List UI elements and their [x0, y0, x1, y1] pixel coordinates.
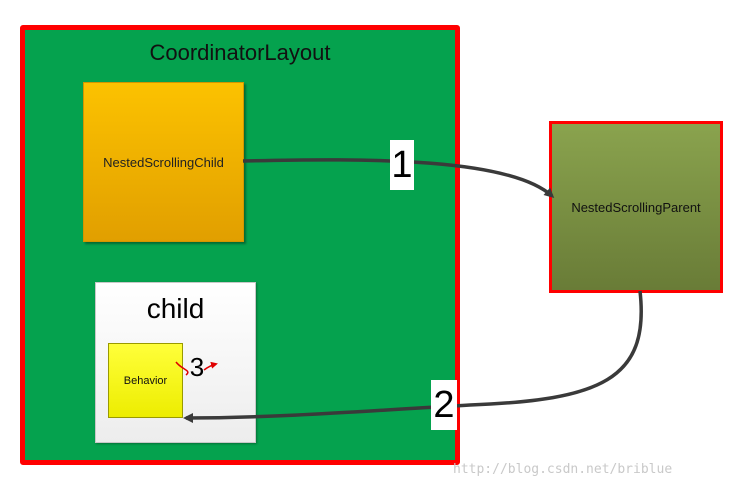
step-3-arrow: [175, 362, 216, 376]
step-2-arrow: [183, 290, 643, 423]
watermark-text: http://blog.csdn.net/briblue: [453, 462, 673, 477]
step-2-label: 2: [431, 380, 457, 430]
step-1-label: 1: [390, 140, 414, 190]
behavior-label: Behavior: [123, 374, 168, 387]
nested-scrolling-parent-label: NestedScrollingParent: [571, 199, 701, 215]
child-view-label: child: [146, 293, 205, 324]
nested-scrolling-parent-box: NestedScrollingParent: [549, 121, 723, 293]
nested-scrolling-child-box: NestedScrollingChild: [83, 82, 244, 242]
step-1-arrow: [242, 158, 555, 199]
behavior-box: Behavior: [108, 343, 183, 418]
step-3-label: 3: [189, 352, 205, 382]
nested-scrolling-child-label: NestedScrollingChild: [103, 154, 224, 170]
coordinator-layout-label: CoordinatorLayout: [149, 40, 331, 65]
